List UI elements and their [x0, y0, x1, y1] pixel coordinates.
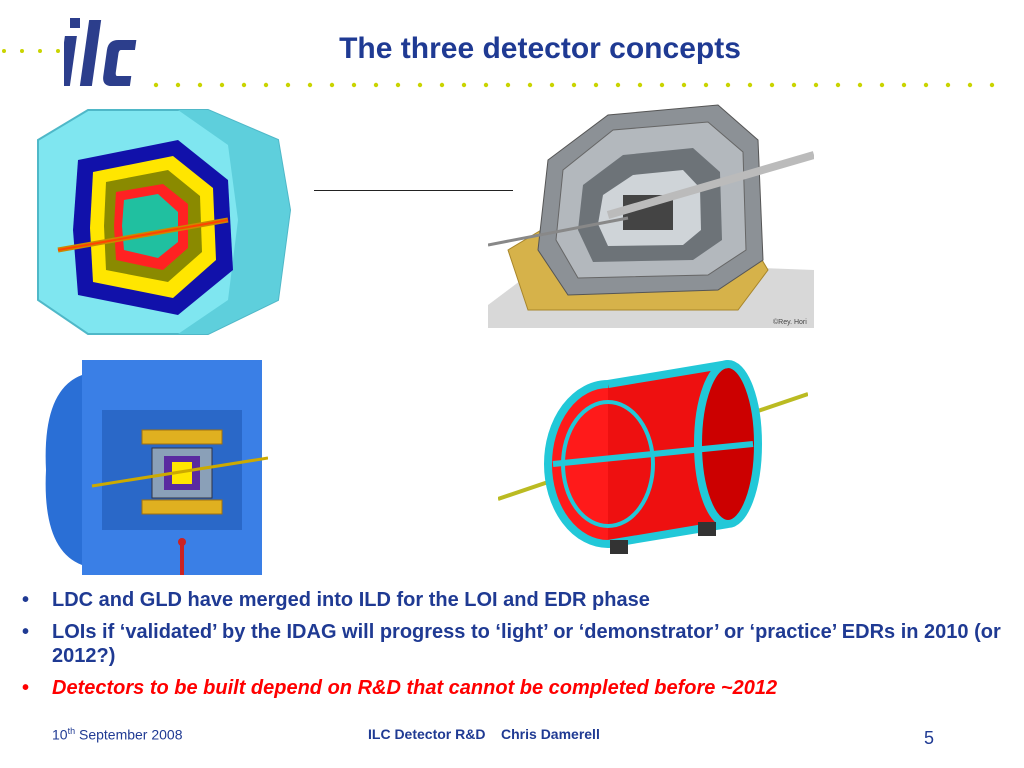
- 4th-detector-image: [498, 354, 808, 556]
- bullet-text: LDC and GLD have merged into ILD for the…: [52, 589, 650, 611]
- bullet-item-highlight: • Detectors to be built depend on R&D tha…: [22, 676, 1012, 700]
- bullet-marker: •: [22, 589, 30, 611]
- decorative-dots-left: [2, 49, 60, 53]
- gld-detector-image: [42, 350, 268, 582]
- decorative-dots-row: [153, 82, 995, 88]
- slide-title: The three detector concepts: [339, 32, 741, 65]
- footer-presenter: ILC Detector R&D Chris Damerell: [368, 726, 600, 742]
- bullet-list: • LDC and GLD have merged into ILD for th…: [22, 588, 1012, 708]
- bullet-item: • LOIs if ‘validated’ by the IDAG will pr…: [22, 620, 1012, 668]
- bullet-marker: •: [22, 621, 30, 643]
- ilc-logo: [64, 18, 137, 86]
- bullet-item: • LDC and GLD have merged into ILD for th…: [22, 588, 1012, 612]
- image-credit: ©Rey. Hori: [773, 318, 807, 326]
- bullet-text: Detectors to be built depend on R&D that…: [52, 677, 778, 699]
- bullet-marker: •: [22, 677, 30, 699]
- page-number: 5: [924, 728, 935, 748]
- bullet-text: LOIs if ‘validated’ by the IDAG will pro…: [52, 621, 1001, 667]
- footer-date: 10th September 2008: [52, 726, 183, 743]
- ldc-detector-image: [37, 109, 292, 335]
- sid-detector-image: ©Rey. Hori: [488, 100, 814, 328]
- separator-line: [314, 190, 513, 191]
